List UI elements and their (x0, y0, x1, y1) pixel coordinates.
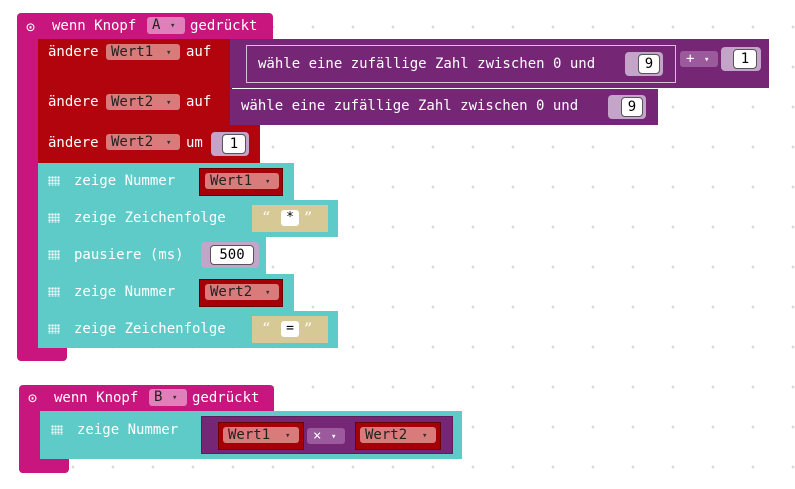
operator-dropdown-plus[interactable]: + ▾ (680, 51, 718, 67)
variable-dropdown-wert1[interactable]: Wert1 ▾ (223, 427, 299, 443)
chevron-down-icon: ▾ (170, 21, 176, 31)
variable-name: Wert2 (111, 94, 154, 110)
operator-symbol: × (313, 428, 322, 444)
button-select-a[interactable]: A ▾ (147, 17, 185, 34)
by-label: um (186, 135, 203, 151)
variable-name: Wert2 (210, 284, 253, 300)
button-select-b[interactable]: B ▾ (149, 389, 187, 406)
variable-name: Wert2 (365, 427, 408, 443)
variable-name: Wert1 (111, 44, 154, 60)
show-number-label: zeige Nummer (74, 284, 176, 300)
event-header-a[interactable] (17, 13, 273, 40)
to-label: auf (186, 94, 212, 110)
show-number-label: zeige Nummer (74, 173, 176, 189)
variable-name: Wert1 (210, 173, 253, 189)
led-grid-icon (48, 324, 60, 334)
chevron-down-icon: ▾ (422, 431, 428, 441)
led-grid-icon (48, 213, 60, 223)
event-icon: ⊙ (28, 389, 38, 407)
variable-dropdown-wert2[interactable]: Wert2 ▾ (205, 284, 279, 300)
event-header-b[interactable] (19, 385, 274, 411)
event-header-prefix: wenn Knopf (54, 390, 139, 406)
led-grid-icon (51, 425, 63, 435)
variable-dropdown-wert2[interactable]: Wert2 ▾ (360, 427, 436, 443)
pause-label: pausiere (ms) (74, 247, 184, 263)
operator-dropdown-multiply[interactable]: × ▾ (307, 428, 345, 444)
chevron-down-icon: ▾ (704, 55, 710, 65)
event-foot-b (19, 459, 69, 473)
number-input-pause[interactable]: 500 (210, 245, 254, 265)
set-label: ändere (48, 94, 99, 110)
event-header-suffix: gedrückt (192, 390, 260, 406)
quote-close-icon: ” (304, 208, 313, 227)
show-string-label: zeige Zeichenfolge (74, 210, 226, 226)
quote-open-icon: “ (262, 319, 271, 338)
event-spine-b (19, 410, 40, 473)
variable-name: Wert2 (111, 134, 154, 150)
to-label: auf (186, 44, 212, 60)
event-foot-a (17, 346, 67, 361)
led-grid-icon (48, 250, 60, 260)
variable-dropdown-wert1[interactable]: Wert1 ▾ (106, 44, 180, 60)
variable-dropdown-wert2[interactable]: Wert2 ▾ (106, 94, 180, 110)
number-input-operand[interactable]: 1 (733, 49, 757, 69)
event-block-button-a[interactable]: ⊙ wenn Knopf A ▾ gedrückt (17, 13, 273, 361)
set-label: ändere (48, 44, 99, 60)
event-header-prefix: wenn Knopf (52, 18, 137, 34)
event-header-suffix: gedrückt (190, 18, 258, 34)
chevron-down-icon: ▾ (172, 393, 178, 403)
chevron-down-icon: ▾ (166, 138, 172, 148)
operator-symbol: + (686, 51, 695, 67)
variable-dropdown-wert2[interactable]: Wert2 ▾ (106, 134, 180, 150)
number-input-max-2[interactable]: 9 (621, 97, 643, 117)
led-grid-icon (48, 287, 60, 297)
chevron-down-icon: ▾ (265, 288, 271, 298)
quote-open-icon: “ (262, 208, 271, 227)
show-string-label: zeige Zeichenfolge (74, 321, 226, 337)
button-select-value: B (154, 389, 163, 405)
random-label: wähle eine zufällige Zahl zwischen 0 und (241, 98, 579, 114)
number-input-change[interactable]: 1 (222, 134, 246, 154)
show-number-label: zeige Nummer (77, 422, 179, 438)
chevron-down-icon: ▾ (265, 177, 271, 187)
event-block-button-b[interactable]: ⊙ wenn Knopf B ▾ gedrückt (19, 385, 274, 473)
change-label: ändere (48, 135, 99, 151)
button-select-value: A (152, 17, 161, 33)
math-random-block[interactable] (246, 45, 676, 83)
variable-dropdown-wert1[interactable]: Wert1 ▾ (205, 173, 279, 189)
chevron-down-icon: ▾ (285, 431, 291, 441)
chevron-down-icon: ▾ (166, 48, 172, 58)
quote-close-icon: ” (304, 319, 313, 338)
string-input-equals[interactable]: = (281, 321, 299, 337)
string-input-asterisk[interactable]: * (281, 210, 299, 226)
number-input-max[interactable]: 9 (638, 54, 660, 74)
random-label: wähle eine zufällige Zahl zwischen 0 und (258, 56, 596, 72)
event-spine-a (17, 39, 38, 352)
chevron-down-icon: ▾ (331, 432, 337, 442)
chevron-down-icon: ▾ (166, 98, 172, 108)
event-icon: ⊙ (26, 18, 36, 36)
math-random-block-2[interactable] (230, 89, 658, 125)
led-grid-icon (48, 176, 60, 186)
variable-name: Wert1 (228, 427, 271, 443)
